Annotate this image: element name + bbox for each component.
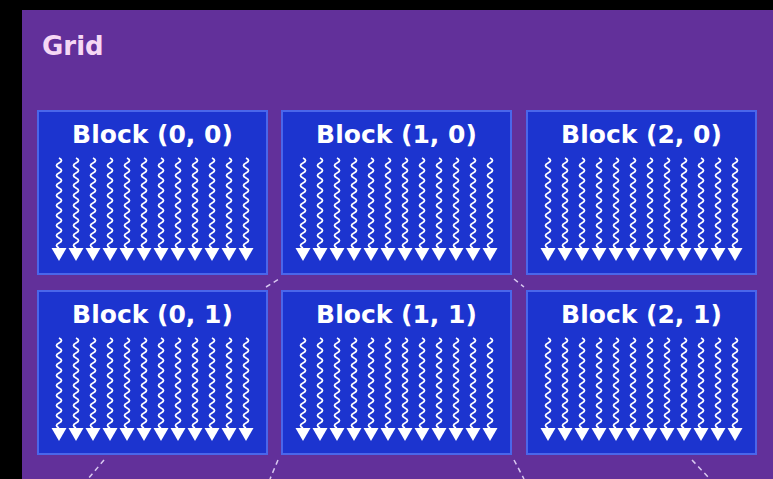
block-label: Block (2, 0)	[528, 120, 755, 150]
thread-set	[541, 338, 743, 441]
thread-set	[296, 158, 498, 261]
thread-set	[296, 338, 498, 441]
thread-set	[52, 338, 254, 441]
thread-set	[541, 158, 743, 261]
thread-block: Block (0, 0)	[37, 110, 268, 275]
thread-set	[52, 158, 254, 261]
thread-block: Block (1, 0)	[281, 110, 512, 275]
block-label: Block (0, 0)	[39, 120, 266, 150]
thread-block: Block (2, 1)	[526, 290, 757, 455]
zoom-leader-lines	[88, 279, 710, 479]
block-label: Block (0, 1)	[39, 300, 266, 330]
block-label: Block (1, 1)	[283, 300, 510, 330]
block-label: Block (1, 0)	[283, 120, 510, 150]
thread-block: Block (0, 1)	[37, 290, 268, 455]
thread-block: Block (2, 0)	[526, 110, 757, 275]
block-label: Block (2, 1)	[528, 300, 755, 330]
thread-group	[52, 158, 743, 441]
grid-panel: Block (0, 0) Block (1, 0) Block (2, 0) Bloc…	[22, 10, 773, 479]
grid-title: Grid	[42, 32, 104, 62]
thread-block: Block (1, 1)	[281, 290, 512, 455]
